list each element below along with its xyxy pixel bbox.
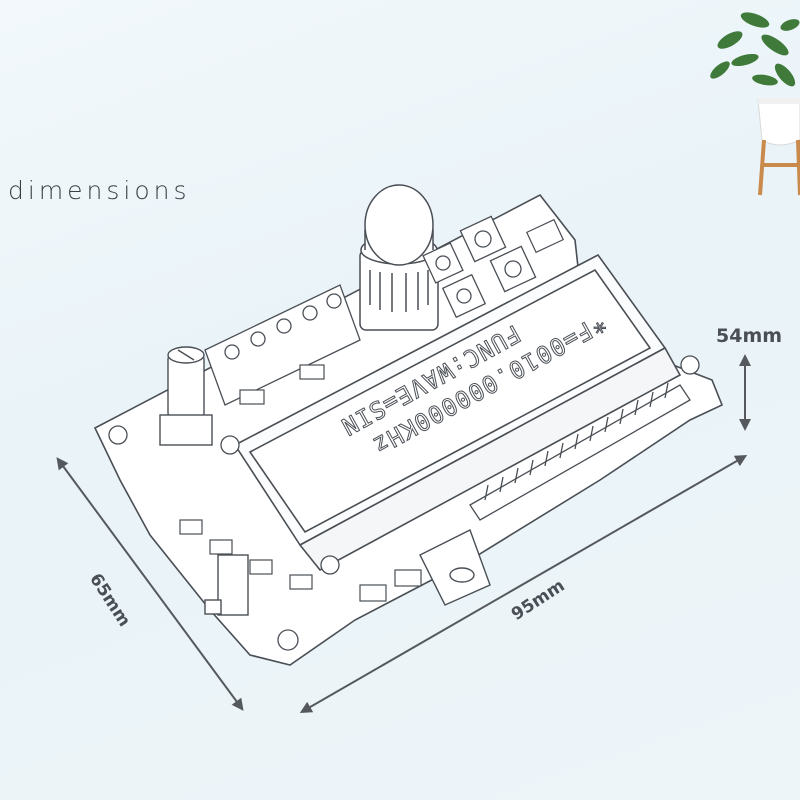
slide-switch [204, 554, 249, 616]
header-pins [469, 382, 691, 521]
width-arrow [299, 455, 748, 713]
smd-components [179, 364, 422, 602]
potentiometer [159, 346, 213, 446]
pin-header [525, 218, 565, 254]
rotary-encoder-knob [359, 184, 439, 331]
mounting-holes [108, 355, 700, 651]
terminal-block [204, 284, 361, 406]
height-dimension-label: 54mm [716, 325, 783, 347]
plant-pot-image [710, 12, 800, 196]
lcd-module [233, 253, 682, 572]
depth-arrow [56, 457, 244, 711]
tactile-buttons [422, 215, 537, 319]
bottom-bracket [419, 529, 491, 606]
section-title: dimensions [8, 176, 191, 205]
